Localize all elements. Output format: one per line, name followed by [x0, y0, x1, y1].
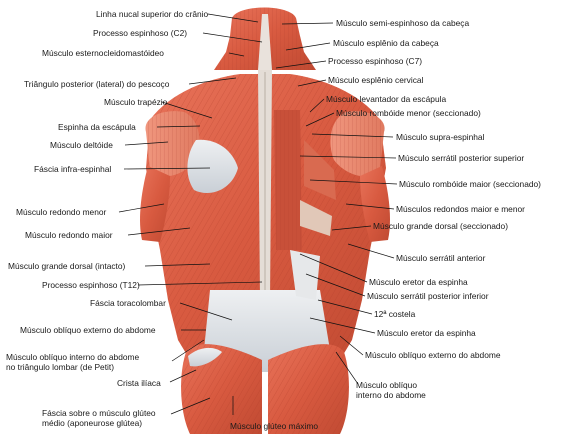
label-serratil-posterior-superior: Músculo serrátil posterior superior — [398, 153, 525, 163]
label-grande-dorsal-intacto: Músculo grande dorsal (intacto) — [8, 261, 126, 271]
label-processo-t12: Processo espinhoso (T12) — [42, 280, 140, 290]
label-deltoide: Músculo deltóide — [50, 140, 113, 150]
label-serratil-posterior-inferior: Músculo serrátil posterior inferior — [367, 291, 489, 301]
label-fascia-gluteo: Fáscia sobre o músculo glúteo médio (apo… — [42, 408, 156, 428]
right-deep-muscles — [274, 110, 336, 250]
label-obliquo-externo-right: Músculo oblíquo externo do abdome — [365, 350, 501, 360]
label-espinha-escapula: Espinha da escápula — [58, 122, 136, 132]
label-obliquo-externo-left: Músculo oblíquo externo do abdome — [20, 325, 156, 335]
label-eretor-espinha-1: Músculo eretor da espinha — [369, 277, 468, 287]
label-obliquo-interno-petit: Músculo oblíquo interno do abdome no tri… — [6, 352, 140, 372]
label-esplenio-cabeca: Músculo esplênio da cabeça — [333, 38, 439, 48]
arms — [140, 166, 390, 242]
label-redondo-menor: Músculo redondo menor — [16, 207, 107, 217]
label-supra-espinhal: Músculo supra-espinhal — [396, 132, 485, 142]
label-esternocleidomastoideo: Músculo esternocleidomastóideo — [42, 48, 164, 58]
label-obliquo-interno-right: Músculo oblíquo interno do abdome — [356, 380, 426, 400]
label-semi-espinhoso: Músculo semi-espinhoso da cabeça — [336, 18, 470, 28]
gluteal-muscles — [181, 344, 349, 434]
deltoid-muscles — [145, 111, 385, 177]
label-processo-c7: Processo espinhoso (C7) — [328, 56, 423, 66]
label-romboide-menor: Músculo rombóide menor (seccionado) — [336, 108, 481, 118]
label-linha-nucal: Linha nucal superior do crânio — [96, 9, 209, 19]
label-eretor-espinha-2: Músculo eretor da espinha — [377, 328, 476, 338]
label-redondos-maior-menor: Músculos redondos maior e menor — [396, 204, 525, 214]
label-trapezio: Músculo trapézio — [104, 97, 168, 107]
label-crista-iliaca: Crista ilíaca — [117, 378, 161, 388]
label-grande-dorsal-seccionado: Músculo grande dorsal (seccionado) — [373, 221, 509, 231]
label-triangulo-posterior: Triângulo posterior (lateral) do pescoço — [24, 79, 170, 89]
label-processo-c2: Processo espinhoso (C2) — [93, 28, 188, 38]
infraspinous-fascia — [187, 139, 238, 194]
label-gluteo-maximo: Músculo glúteo máximo — [230, 421, 318, 431]
serratus-posterior-inferior-aponeurosis — [290, 250, 320, 300]
label-fascia-toracolombar: Fáscia toracolombar — [90, 298, 166, 308]
label-redondo-maior: Músculo redondo maior — [25, 230, 113, 240]
label-costela-12: 12ª costela — [374, 309, 416, 319]
leader-lines — [118, 13, 398, 415]
vertebral-column — [258, 70, 272, 300]
label-serratil-anterior: Músculo serrátil anterior — [396, 253, 486, 263]
label-esplenio-cervical: Músculo esplênio cervical — [328, 75, 424, 85]
label-levantador-escapula: Músculo levantador da escápula — [326, 94, 447, 104]
head-and-neck — [214, 7, 316, 70]
label-fascia-infra-espinhal: Fáscia infra-espinhal — [34, 164, 112, 174]
label-romboide-maior: Músculo rombóide maior (seccionado) — [399, 179, 541, 189]
